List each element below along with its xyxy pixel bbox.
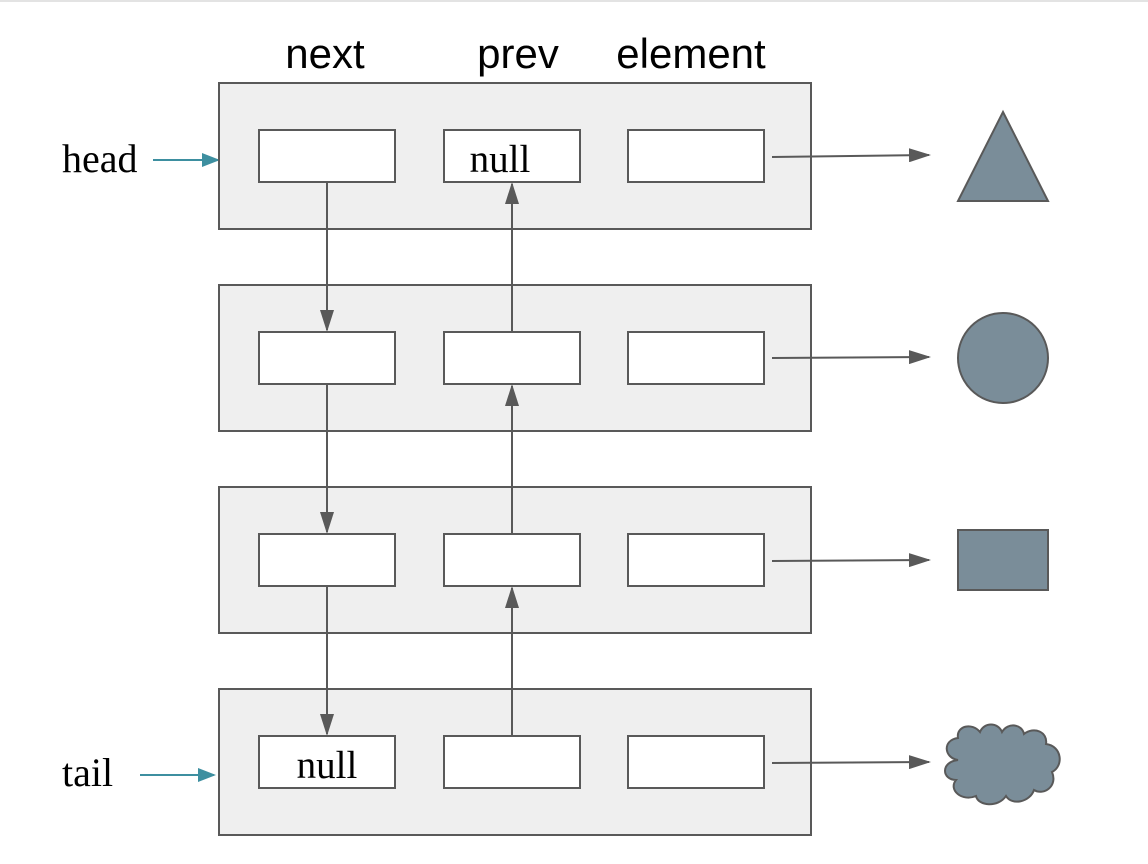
- next-field: [258, 129, 396, 183]
- circle-shape: [957, 312, 1049, 404]
- element-field: [627, 533, 765, 587]
- node-0: null: [218, 82, 812, 230]
- top-rule: [0, 0, 1148, 2]
- head-label: head: [62, 136, 138, 181]
- next-field: [258, 331, 396, 385]
- node-1: [218, 284, 812, 432]
- next-field: [258, 533, 396, 587]
- element-field: [627, 331, 765, 385]
- rectangle-shape: [957, 529, 1049, 591]
- next-field: [258, 735, 396, 789]
- tail-label: tail: [62, 750, 113, 795]
- node-2: [218, 486, 812, 634]
- element-field: [627, 129, 765, 183]
- element-link-2: [771, 553, 931, 568]
- prev-field: [443, 331, 581, 385]
- column-label-next: next: [285, 30, 365, 77]
- element-link-1: [771, 350, 931, 365]
- prev-field: [443, 533, 581, 587]
- column-label-element: element: [616, 30, 766, 77]
- prev-null-text: null: [470, 138, 531, 181]
- prev-field: [443, 129, 581, 183]
- element-link-0: [771, 148, 931, 163]
- node-3: null: [218, 688, 812, 836]
- element-field: [627, 735, 765, 789]
- prev-field: [443, 735, 581, 789]
- next-null-text: null: [297, 744, 358, 787]
- column-label-prev: prev: [477, 30, 559, 77]
- cloud-shape: [944, 723, 1061, 806]
- element-link-3: [771, 755, 931, 770]
- triangle-shape: [956, 109, 1050, 202]
